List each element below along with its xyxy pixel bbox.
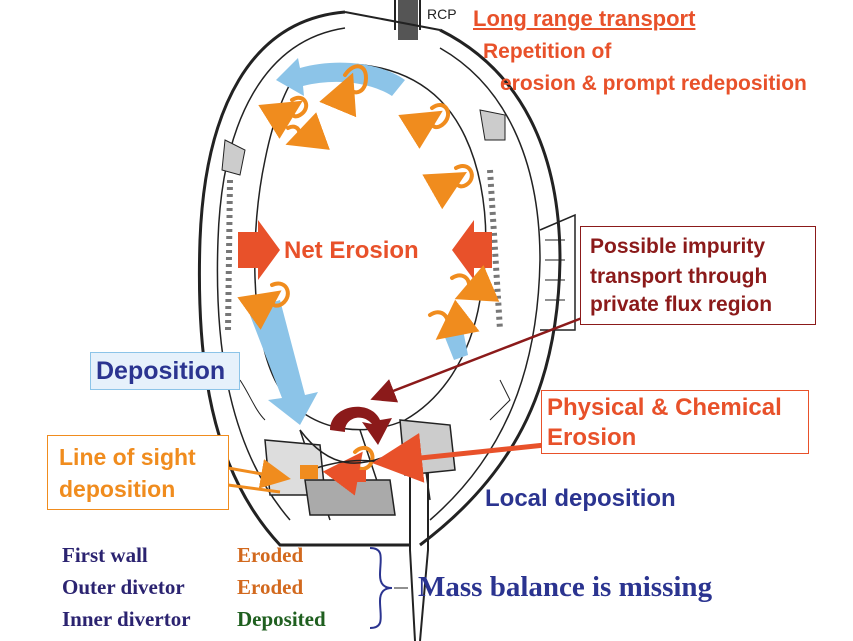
private-flux-curl xyxy=(330,406,392,445)
impurity-box: Possible impurity transport through priv… xyxy=(580,226,816,325)
impurity-line1: Possible impurity xyxy=(590,235,766,258)
impurity-line3: private flux region xyxy=(590,293,773,316)
balance-component-2: Inner divertor xyxy=(62,607,191,631)
swirl-arrows xyxy=(237,64,500,496)
balance-component-0: First wall xyxy=(62,543,148,567)
deposition-label: Deposition xyxy=(96,357,226,385)
deposition-box: Deposition xyxy=(90,352,240,390)
balance-status-1: Eroded xyxy=(237,575,304,599)
impurity-line2: transport through xyxy=(590,265,768,288)
impurity-callout-arrow xyxy=(370,316,583,403)
phys-chem-line2: Erosion xyxy=(547,424,637,451)
mass-balance-conclusion: Mass balance is missing xyxy=(418,571,713,603)
balance-component-1: Outer divetor xyxy=(62,575,185,599)
summary-brace xyxy=(369,547,393,629)
line-of-sight-arrow-upper xyxy=(227,459,291,489)
balance-status-0: Eroded xyxy=(237,543,304,567)
line-of-sight-arrow-lower xyxy=(227,483,281,494)
erosion-callout-arrow xyxy=(372,432,546,483)
balance-status-2: Deposited xyxy=(237,607,326,631)
long-range-title: Long range transport xyxy=(473,6,696,31)
phys-chem-line1: Physical & Chemical xyxy=(547,394,782,421)
local-deposition-marker xyxy=(350,470,366,482)
net-erosion-arrow-left xyxy=(238,220,280,280)
long-range-line1: Repetition of xyxy=(483,40,612,63)
line-of-sight-marker xyxy=(300,465,318,479)
long-range-line2: erosion & prompt redeposition xyxy=(500,72,807,95)
line-of-sight-line1: Line of sight xyxy=(59,444,196,470)
net-erosion-label: Net Erosion xyxy=(284,237,419,264)
local-deposition-label: Local deposition xyxy=(485,485,676,512)
phys-chem-box: Physical & Chemical Erosion xyxy=(541,390,809,454)
line-of-sight-box: Line of sight deposition xyxy=(47,435,229,510)
probe-label: RCP xyxy=(427,6,457,22)
line-of-sight-line2: deposition xyxy=(59,476,176,502)
